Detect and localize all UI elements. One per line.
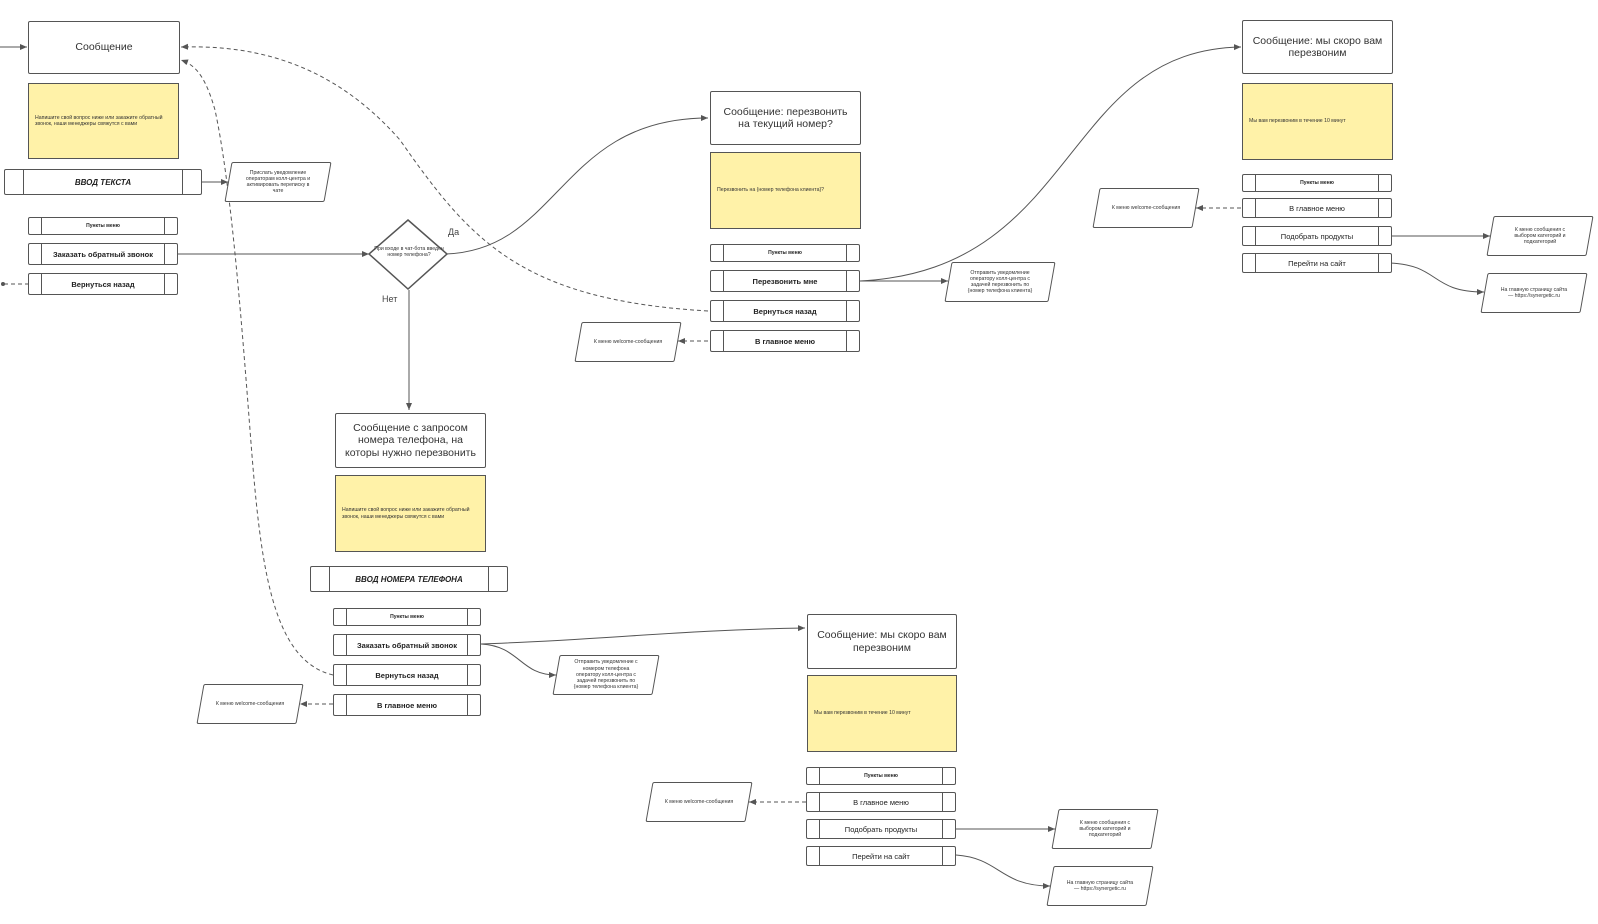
menu-items-header-4: Пункты меню (333, 608, 481, 626)
back-button-1[interactable]: Вернуться назад (28, 273, 178, 295)
connector-callme-soon (859, 44, 1242, 282)
to-welcome-3: К меню welcome-сообщения (1092, 188, 1200, 228)
main-menu-button-3[interactable]: В главное меню (1242, 198, 1392, 218)
decision-no-label: Нет (382, 294, 398, 304)
pick-products-button-5[interactable]: Подобрать продукты (806, 819, 956, 839)
menu-items-header-3: Пункты меню (1242, 174, 1392, 192)
input-phone-block: ВВОД НОМЕРА ТЕЛЕФОНА (310, 566, 508, 592)
note-phone-request: Напишите свой вопрос ниже или закажите о… (335, 475, 486, 552)
message-soon-2: Сообщение: мы скоро вам перезвоним (807, 614, 957, 669)
connector-order4-soon (480, 625, 806, 645)
to-site-3: На главную страницу сайта — https://syne… (1480, 273, 1588, 313)
note-recall-current: Перезвонить на {номер телефона клиента}? (710, 152, 861, 229)
notify-operator-chat: Прислать уведомление операторам колл-цен… (224, 162, 332, 202)
order-call-button-1[interactable]: Заказать обратный звонок (28, 243, 178, 265)
pick-products-button-3[interactable]: Подобрать продукты (1242, 226, 1392, 246)
message-main: Сообщение (28, 21, 180, 74)
to-site-5: На главную страницу сайта — https://syne… (1046, 866, 1154, 906)
notify-recall-client: Отправить уведомление оператору колл-цен… (944, 262, 1056, 302)
go-site-button-5[interactable]: Перейти на сайт (806, 846, 956, 866)
connector-back2-main (180, 43, 709, 312)
to-welcome-2: К меню welcome-сообщения (574, 322, 682, 362)
message-soon-1: Сообщение: мы скоро вам перезвоним (1242, 20, 1393, 74)
to-categories-3: К меню сообщения с выбором категорий и п… (1486, 216, 1594, 256)
call-me-button[interactable]: Перезвонить мне (710, 270, 860, 292)
connector-site3 (1389, 262, 1485, 295)
menu-items-header-2: Пункты меню (710, 244, 860, 262)
note-main: Напишите свой вопрос ниже или закажите о… (28, 83, 179, 159)
menu-items-header-1: Пункты меню (28, 217, 178, 235)
connector-order4-notify (480, 643, 557, 678)
to-categories-5: К меню сообщения с выбором категорий и п… (1051, 809, 1159, 849)
order-call-button-4[interactable]: Заказать обратный звонок (333, 634, 481, 656)
connector-site5 (955, 854, 1051, 889)
decision-label: При входе в чат-бота введен номер телефо… (374, 246, 444, 259)
message-recall-current: Сообщение: перезвонить на текущий номер? (710, 91, 861, 145)
main-menu-button-4[interactable]: В главное меню (333, 694, 481, 716)
to-welcome-4: К меню welcome-сообщения (196, 684, 304, 724)
decision-yes-label: Да (448, 227, 460, 237)
back-button-2[interactable]: Вернуться назад (710, 300, 860, 322)
input-text-block: ВВОД ТЕКСТА (4, 169, 202, 195)
go-site-button-3[interactable]: Перейти на сайт (1242, 253, 1392, 273)
connector-yes (445, 115, 709, 255)
back-button-4[interactable]: Вернуться назад (333, 664, 481, 686)
menu-items-header-5: Пункты меню (806, 767, 956, 785)
to-welcome-5: К меню welcome-сообщения (645, 782, 753, 822)
main-menu-button-5[interactable]: В главное меню (806, 792, 956, 812)
message-phone-request: Сообщение с запросом номера телефона, на… (335, 413, 486, 468)
connector-back4-main (180, 59, 334, 676)
note-soon-2: Мы вам перезвоним в течение 10 минут (807, 675, 957, 752)
main-menu-button-2[interactable]: В главное меню (710, 330, 860, 352)
notify-recall-number: Отправить уведомление с номером телефона… (552, 655, 660, 695)
decision-diamond (367, 219, 449, 291)
note-soon-1: Мы вам перезвоним в течение 10 минут (1242, 83, 1393, 160)
